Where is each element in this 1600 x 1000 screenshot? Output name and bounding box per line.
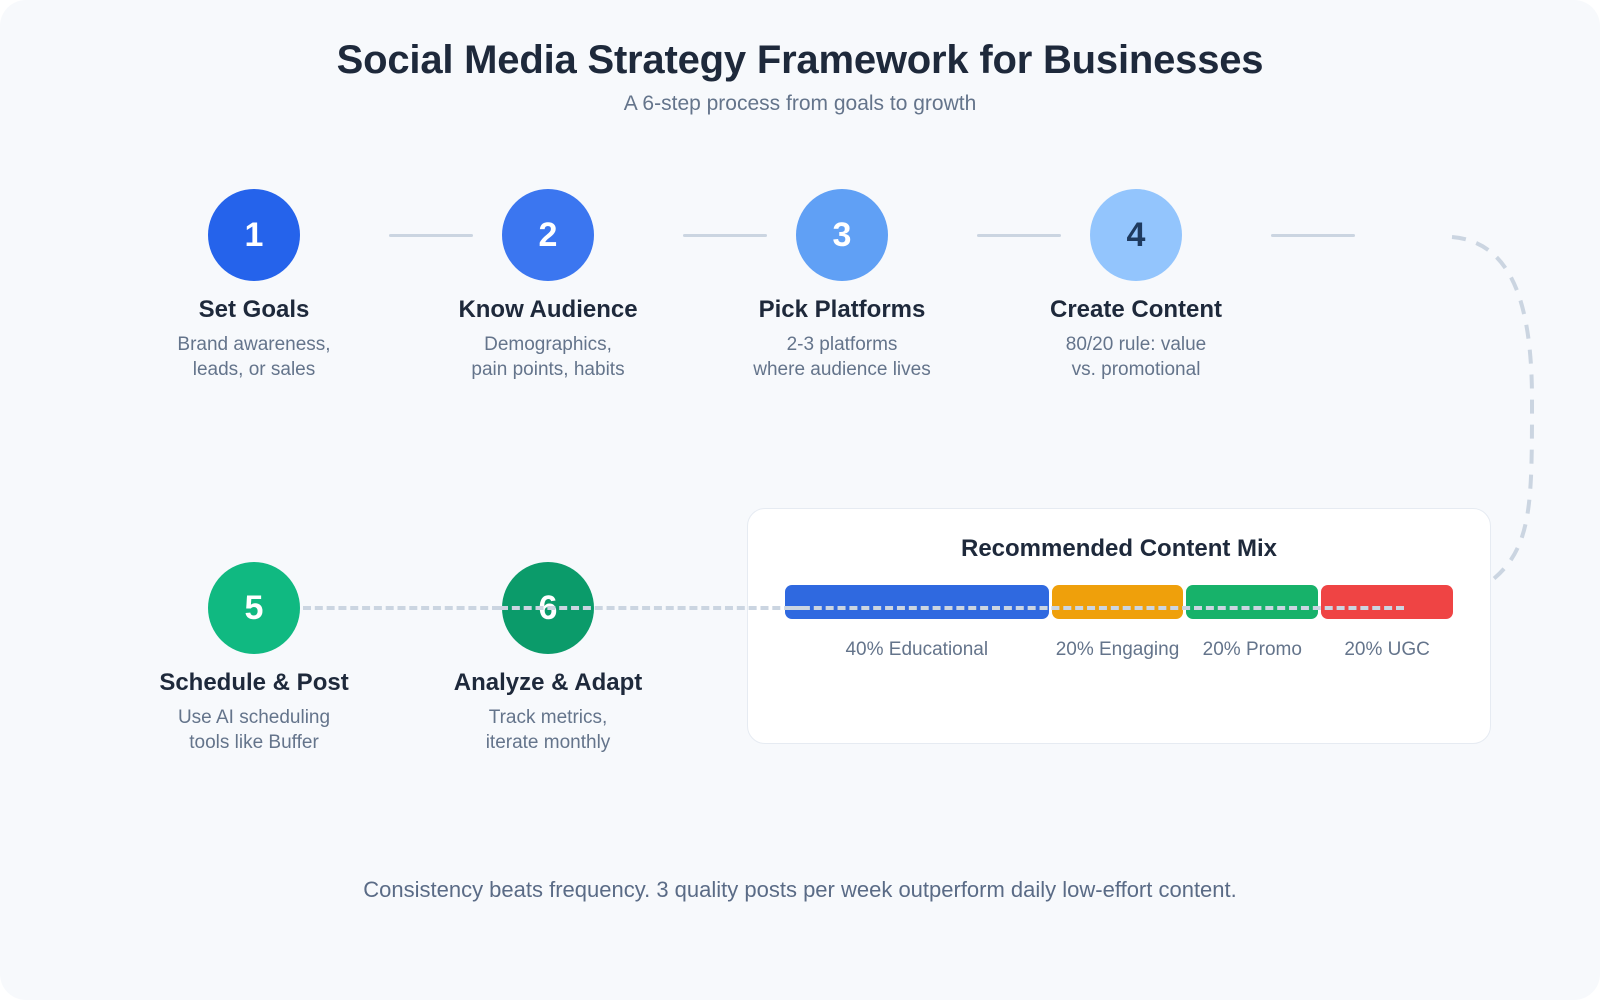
step-1-title: Set Goals <box>198 296 310 323</box>
connector-1-2 <box>389 234 473 237</box>
content-mix-card: Recommended Content Mix 40% Educational … <box>747 508 1491 744</box>
step-4-number-circle: 4 <box>1090 189 1182 281</box>
bar-label-educational: 40% Educational <box>845 639 989 660</box>
step-6-description: Track metrics, iterate monthly <box>485 707 611 754</box>
step-6-title: Analyze & Adapt <box>453 669 643 696</box>
connector-4-loop <box>1271 234 1355 237</box>
step-5-number: 5 <box>244 588 264 627</box>
step-5-title: Schedule & Post <box>159 669 349 696</box>
bar-label-ugc: 20% UGC <box>1344 639 1430 660</box>
connector-2-3 <box>683 234 767 237</box>
step-1[interactable]: 1 Set Goals Brand awareness, leads, or s… <box>139 189 369 383</box>
connector-5-6 <box>303 606 500 610</box>
page-subtitle: A 6-step process from goals to growth <box>623 92 977 115</box>
bar-segment-educational[interactable] <box>785 585 1049 619</box>
step-5-description: Use AI scheduling tools like Buffer <box>177 707 331 754</box>
connector-across-bar <box>790 606 1404 610</box>
step-2[interactable]: 2 Know Audience Demographics, pain point… <box>433 189 663 383</box>
connector-6-mix <box>500 606 804 610</box>
step-1-description: Brand awareness, leads, or sales <box>177 334 331 381</box>
step-3-number: 3 <box>832 215 852 254</box>
step-4-number: 4 <box>1126 215 1146 254</box>
footer-note: Consistency beats frequency. 3 quality p… <box>363 877 1237 902</box>
bar-segment-engaging[interactable] <box>1051 585 1184 619</box>
step-5-number-circle: 5 <box>208 562 300 654</box>
step-6[interactable]: 6 Analyze & Adapt Track metrics, iterate… <box>433 562 663 756</box>
step-4-title: Create Content <box>1049 296 1223 323</box>
bar-label-engaging: 20% Engaging <box>1055 639 1180 660</box>
step-2-title: Know Audience <box>458 296 638 323</box>
step-4-description: 80/20 rule: value vs. promotional <box>1065 334 1207 381</box>
content-mix-labels: 40% Educational 20% Engaging 20% Promo 2… <box>785 639 1453 665</box>
step-3-description: 2-3 platforms where audience lives <box>753 334 931 381</box>
step-5[interactable]: 5 Schedule & Post Use AI scheduling tool… <box>139 562 369 756</box>
step-3-title: Pick Platforms <box>758 296 926 323</box>
step-4[interactable]: 4 Create Content 80/20 rule: value vs. p… <box>1021 189 1251 383</box>
bar-segment-promo[interactable] <box>1186 585 1319 619</box>
bar-label-promo: 20% Promo <box>1202 639 1302 660</box>
bar-segment-ugc[interactable] <box>1321 585 1453 619</box>
connector-3-4 <box>977 234 1061 237</box>
content-mix-bar <box>785 585 1453 619</box>
page-title: Social Media Strategy Framework for Busi… <box>336 38 1264 82</box>
step-2-number-circle: 2 <box>502 189 594 281</box>
step-2-number: 2 <box>538 215 558 254</box>
step-1-number-circle: 1 <box>208 189 300 281</box>
step-2-description: Demographics, pain points, habits <box>471 334 625 381</box>
content-mix-title: Recommended Content Mix <box>960 535 1278 562</box>
step-3[interactable]: 3 Pick Platforms 2-3 platforms where aud… <box>727 189 957 383</box>
step-1-number: 1 <box>244 215 264 254</box>
step-3-number-circle: 3 <box>796 189 888 281</box>
